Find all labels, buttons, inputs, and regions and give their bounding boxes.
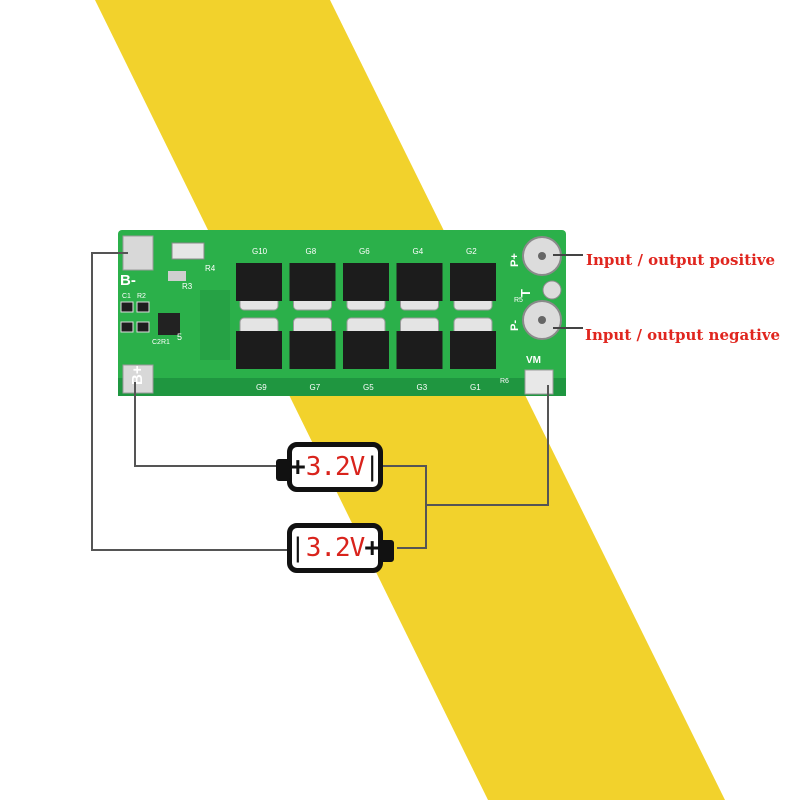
mosfet-row-top <box>236 263 496 311</box>
label-c1: C1 <box>122 293 131 300</box>
label-t: T <box>518 289 533 297</box>
label-r6: R6 <box>500 378 509 385</box>
label-r5: R5 <box>514 297 523 304</box>
bms-board: B- B+ R4 R3 C1 R2 C2R1 5 VM R5 R6 P+ T P… <box>118 230 566 396</box>
mosfet <box>289 331 336 369</box>
label-r3: R3 <box>182 282 193 291</box>
mosfet <box>450 331 496 369</box>
component-r2 <box>136 301 150 313</box>
trace-pad <box>200 290 230 360</box>
wire-junction-to-vm <box>426 385 549 506</box>
gate-label: G2 <box>466 247 477 256</box>
battery-minus-bar: | <box>364 452 380 482</box>
component-r1 <box>136 321 150 333</box>
battery-voltage: 3.2V <box>305 452 366 482</box>
gate-label: G9 <box>256 383 267 392</box>
battery-cell-top: + 3.2V | <box>276 442 383 492</box>
resistor-r4 <box>171 242 205 260</box>
resistor-r3 <box>168 271 186 281</box>
gate-label: G7 <box>310 383 321 392</box>
gate-label: G3 <box>417 383 428 392</box>
label-b-plus: B+ <box>129 365 146 385</box>
mosfet <box>236 263 282 301</box>
wires <box>91 252 549 551</box>
label-5: 5 <box>177 332 182 342</box>
label-r4: R4 <box>205 264 216 273</box>
terminal-p-plus-hole <box>538 252 546 260</box>
mosfet <box>396 331 443 369</box>
annotation-input-output-positive: Input / output positive <box>586 251 776 269</box>
battery-plus-sign: + <box>364 533 380 563</box>
mosfet-row-bottom <box>236 317 496 369</box>
battery-cell-bottom: | 3.2V + <box>287 523 394 573</box>
label-vm: VM <box>526 355 541 366</box>
yellow-stripe <box>95 0 725 800</box>
gate-label: G4 <box>413 247 424 256</box>
component-c2 <box>120 321 134 333</box>
battery-plus-sign: + <box>290 452 306 482</box>
wire-b-plus-to-battery-top <box>134 382 287 467</box>
pad-b-plus <box>122 364 154 394</box>
wire-b-minus-to-battery-bottom <box>91 252 287 551</box>
label-p-minus: P- <box>509 320 521 331</box>
annotation-input-output-negative: Input / output negative <box>585 326 781 344</box>
battery-terminal <box>276 459 290 481</box>
label-r2: R2 <box>137 293 146 300</box>
label-p-plus: P+ <box>509 253 521 267</box>
mosfet <box>236 331 282 369</box>
ic-chip <box>158 313 180 335</box>
battery-terminal <box>380 540 394 562</box>
mosfet <box>396 263 443 301</box>
mosfet <box>289 263 336 301</box>
mosfet <box>343 263 389 301</box>
terminal-p-minus-hole <box>538 316 546 324</box>
battery-voltage: 3.2V <box>305 533 366 563</box>
label-c2r1: C2R1 <box>152 339 170 346</box>
label-b-minus: B- <box>120 272 136 289</box>
battery-minus-bar: | <box>290 533 306 563</box>
mosfet <box>450 263 496 301</box>
component-c1 <box>120 301 134 313</box>
terminal-t <box>542 280 562 300</box>
gate-label: G1 <box>470 383 481 392</box>
gate-label: G5 <box>363 383 374 392</box>
gate-label: G8 <box>306 247 317 256</box>
mosfet <box>343 331 389 369</box>
gate-label: G6 <box>359 247 370 256</box>
wire-battery-top-to-junction <box>383 465 427 549</box>
pcb-shade <box>118 378 566 396</box>
gate-label: G10 <box>252 247 268 256</box>
